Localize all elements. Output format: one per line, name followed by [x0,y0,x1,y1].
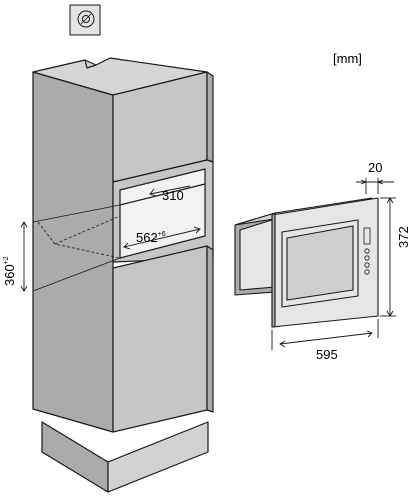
cabinet-plinth [41,421,209,493]
dimension-niche-height: 360+2 [2,221,28,292]
built-in-appliance [234,197,379,328]
dimension-front-depth [356,178,394,194]
dimension-appliance-height [380,197,396,317]
appliance-height-value: 372 [396,226,411,248]
units-label: [mm] [333,51,362,66]
appliance-window [286,225,354,301]
cabinet-lower-door [112,245,208,433]
front-depth-value: 20 [368,160,382,175]
niche-depth-value: 310 [162,188,184,203]
niche-projection [32,204,121,292]
niche-height-value: 360+2 [2,256,17,286]
cabinet-niche [112,159,214,263]
control-knob-icon [363,227,371,275]
niche-width-value: 562+6 [136,230,166,245]
dimension-niche-depth: 310 [149,185,191,203]
tall-cabinet [32,57,214,493]
dimension-niche-width: 562+6 [123,226,201,250]
cabinet-side-panel [32,71,114,433]
dimension-appliance-width [271,319,379,350]
appliance-width-value: 595 [316,347,338,362]
wall-socket-icon [69,4,101,36]
